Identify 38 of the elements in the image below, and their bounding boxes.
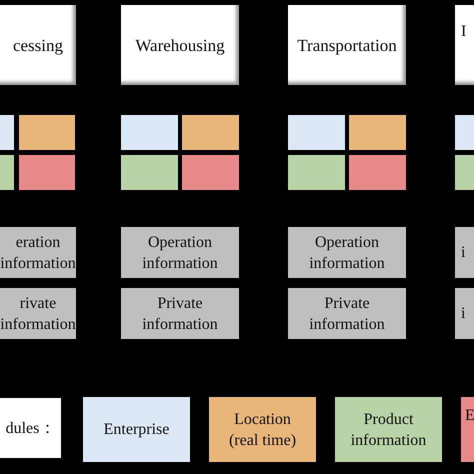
- box-label: eration information: [0, 232, 76, 274]
- box-label: Warehousing: [135, 34, 225, 56]
- module-cell: [19, 115, 75, 150]
- module-cell: [349, 115, 406, 150]
- info-box: [121, 227, 239, 278]
- box-label: i: [461, 304, 466, 324]
- module-cell: [182, 155, 239, 190]
- info-box: [0, 288, 76, 339]
- info-box: [288, 227, 406, 278]
- box-label: Private information: [141, 294, 219, 334]
- legend-text: Location (real time): [228, 410, 298, 450]
- stage-box: [121, 5, 239, 85]
- module-cell: [288, 115, 345, 150]
- box-label: Operation information: [141, 232, 219, 274]
- module-cell: [182, 115, 239, 150]
- module-cell: [0, 155, 14, 190]
- module-cell: [0, 115, 14, 150]
- box-label: Operation information: [308, 232, 386, 274]
- info-box: [288, 288, 406, 339]
- stage-box: [288, 5, 406, 85]
- legend-text: Enterprise: [104, 420, 170, 440]
- box-label: i: [461, 243, 466, 263]
- module-cell: [121, 115, 178, 150]
- box-label: rivate information: [0, 294, 76, 334]
- box-label: Private information: [308, 294, 386, 334]
- info-box: [121, 288, 239, 339]
- module-cell: [349, 155, 406, 190]
- legend-text: Product information: [350, 410, 428, 450]
- info-box: [0, 227, 76, 278]
- box-label: Transportation: [297, 34, 397, 56]
- module-cell: [288, 155, 345, 190]
- box-label: cessing: [12, 34, 64, 56]
- box-label: I: [461, 22, 466, 42]
- legend-title: dules：: [6, 418, 56, 438]
- legend-text: E: [465, 406, 474, 426]
- module-cell: [121, 155, 178, 190]
- module-cell: [19, 155, 75, 190]
- stage-box: [0, 5, 76, 85]
